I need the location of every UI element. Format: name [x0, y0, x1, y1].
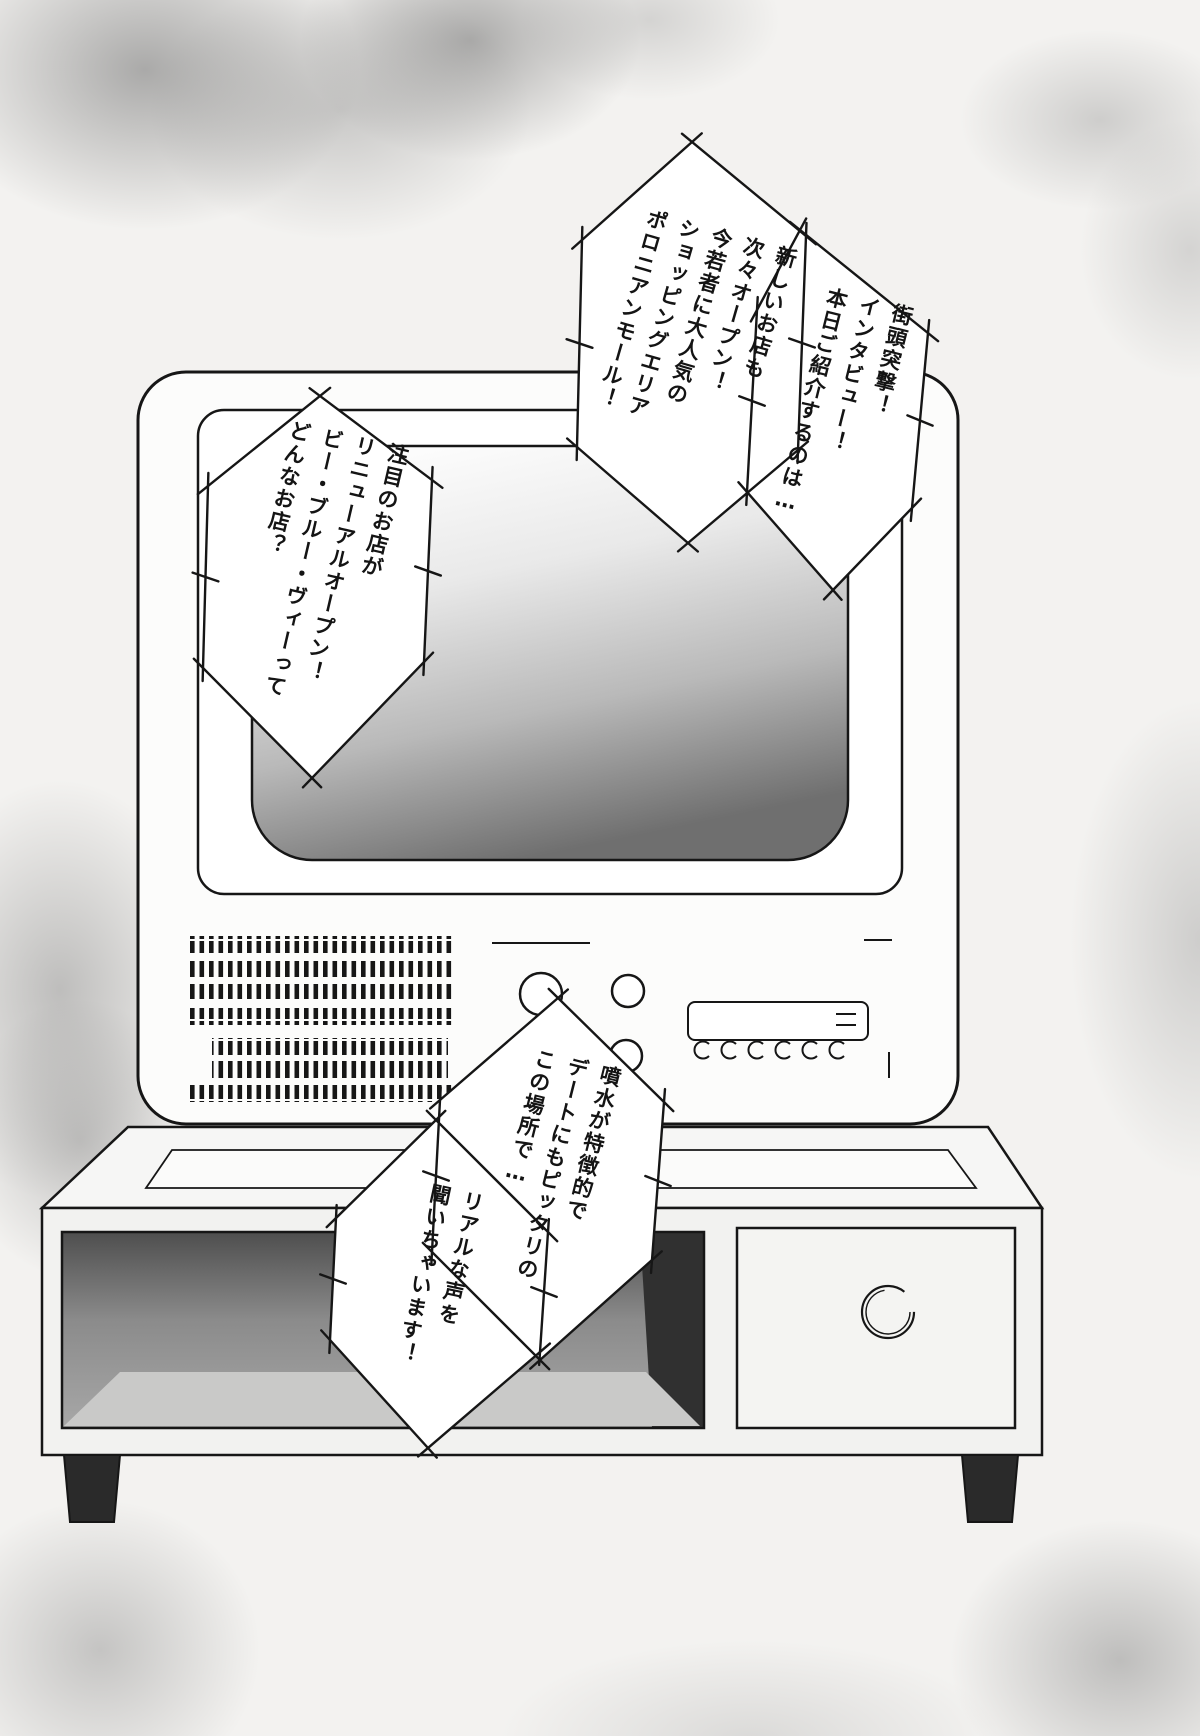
speaker-grille-icon	[186, 936, 456, 1102]
bubble-fills	[203, 142, 928, 1448]
stand-foot	[960, 1454, 1020, 1523]
door-handle-icon	[860, 1284, 916, 1340]
knob-icon	[610, 973, 646, 1009]
bubble-outlines	[191, 132, 940, 1459]
button-panel	[687, 1001, 890, 1078]
tv-control-panel	[186, 936, 892, 1102]
stand-foot	[62, 1454, 122, 1523]
stand-door	[735, 1226, 1017, 1430]
